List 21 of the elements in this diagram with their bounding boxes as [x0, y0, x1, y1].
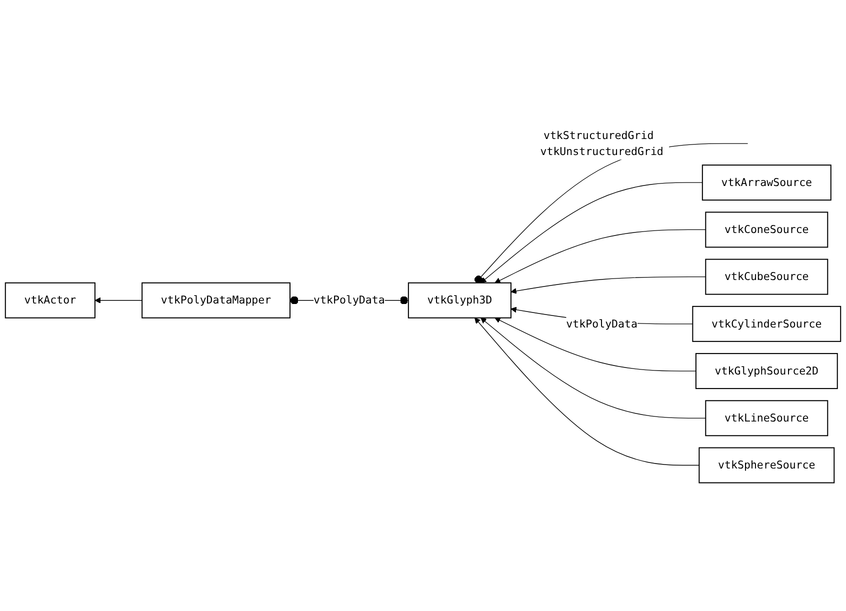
node-box: vtkSphereSource	[698, 448, 835, 484]
connector	[474, 144, 748, 284]
node-box: vtkActor	[4, 282, 96, 319]
arrow	[94, 298, 142, 304]
arrow	[480, 182, 703, 284]
arrow	[474, 318, 700, 466]
node-box: vtkGlyphSource2D	[695, 353, 838, 390]
node-box: vtkGlyph3D	[408, 282, 512, 319]
edge-label: vtkPolyData	[566, 318, 638, 330]
node-box: vtkArrawSource	[702, 165, 832, 201]
arrow	[510, 276, 706, 294]
arrow	[480, 318, 706, 419]
node-box: vtkLineSource	[705, 400, 828, 437]
node-box: vtkCubeSource	[705, 259, 828, 296]
node-box: vtkConeSource	[705, 212, 828, 248]
edge-label: vtkStructuredGrid vtkUnstructuredGrid	[540, 129, 664, 158]
node-box: vtkPolyDataMapper	[142, 282, 290, 319]
node-box: vtkCylinderSource	[692, 306, 842, 342]
arrow	[494, 318, 696, 372]
arrow	[494, 230, 706, 284]
edge-label: vtkPolyData	[314, 294, 385, 307]
